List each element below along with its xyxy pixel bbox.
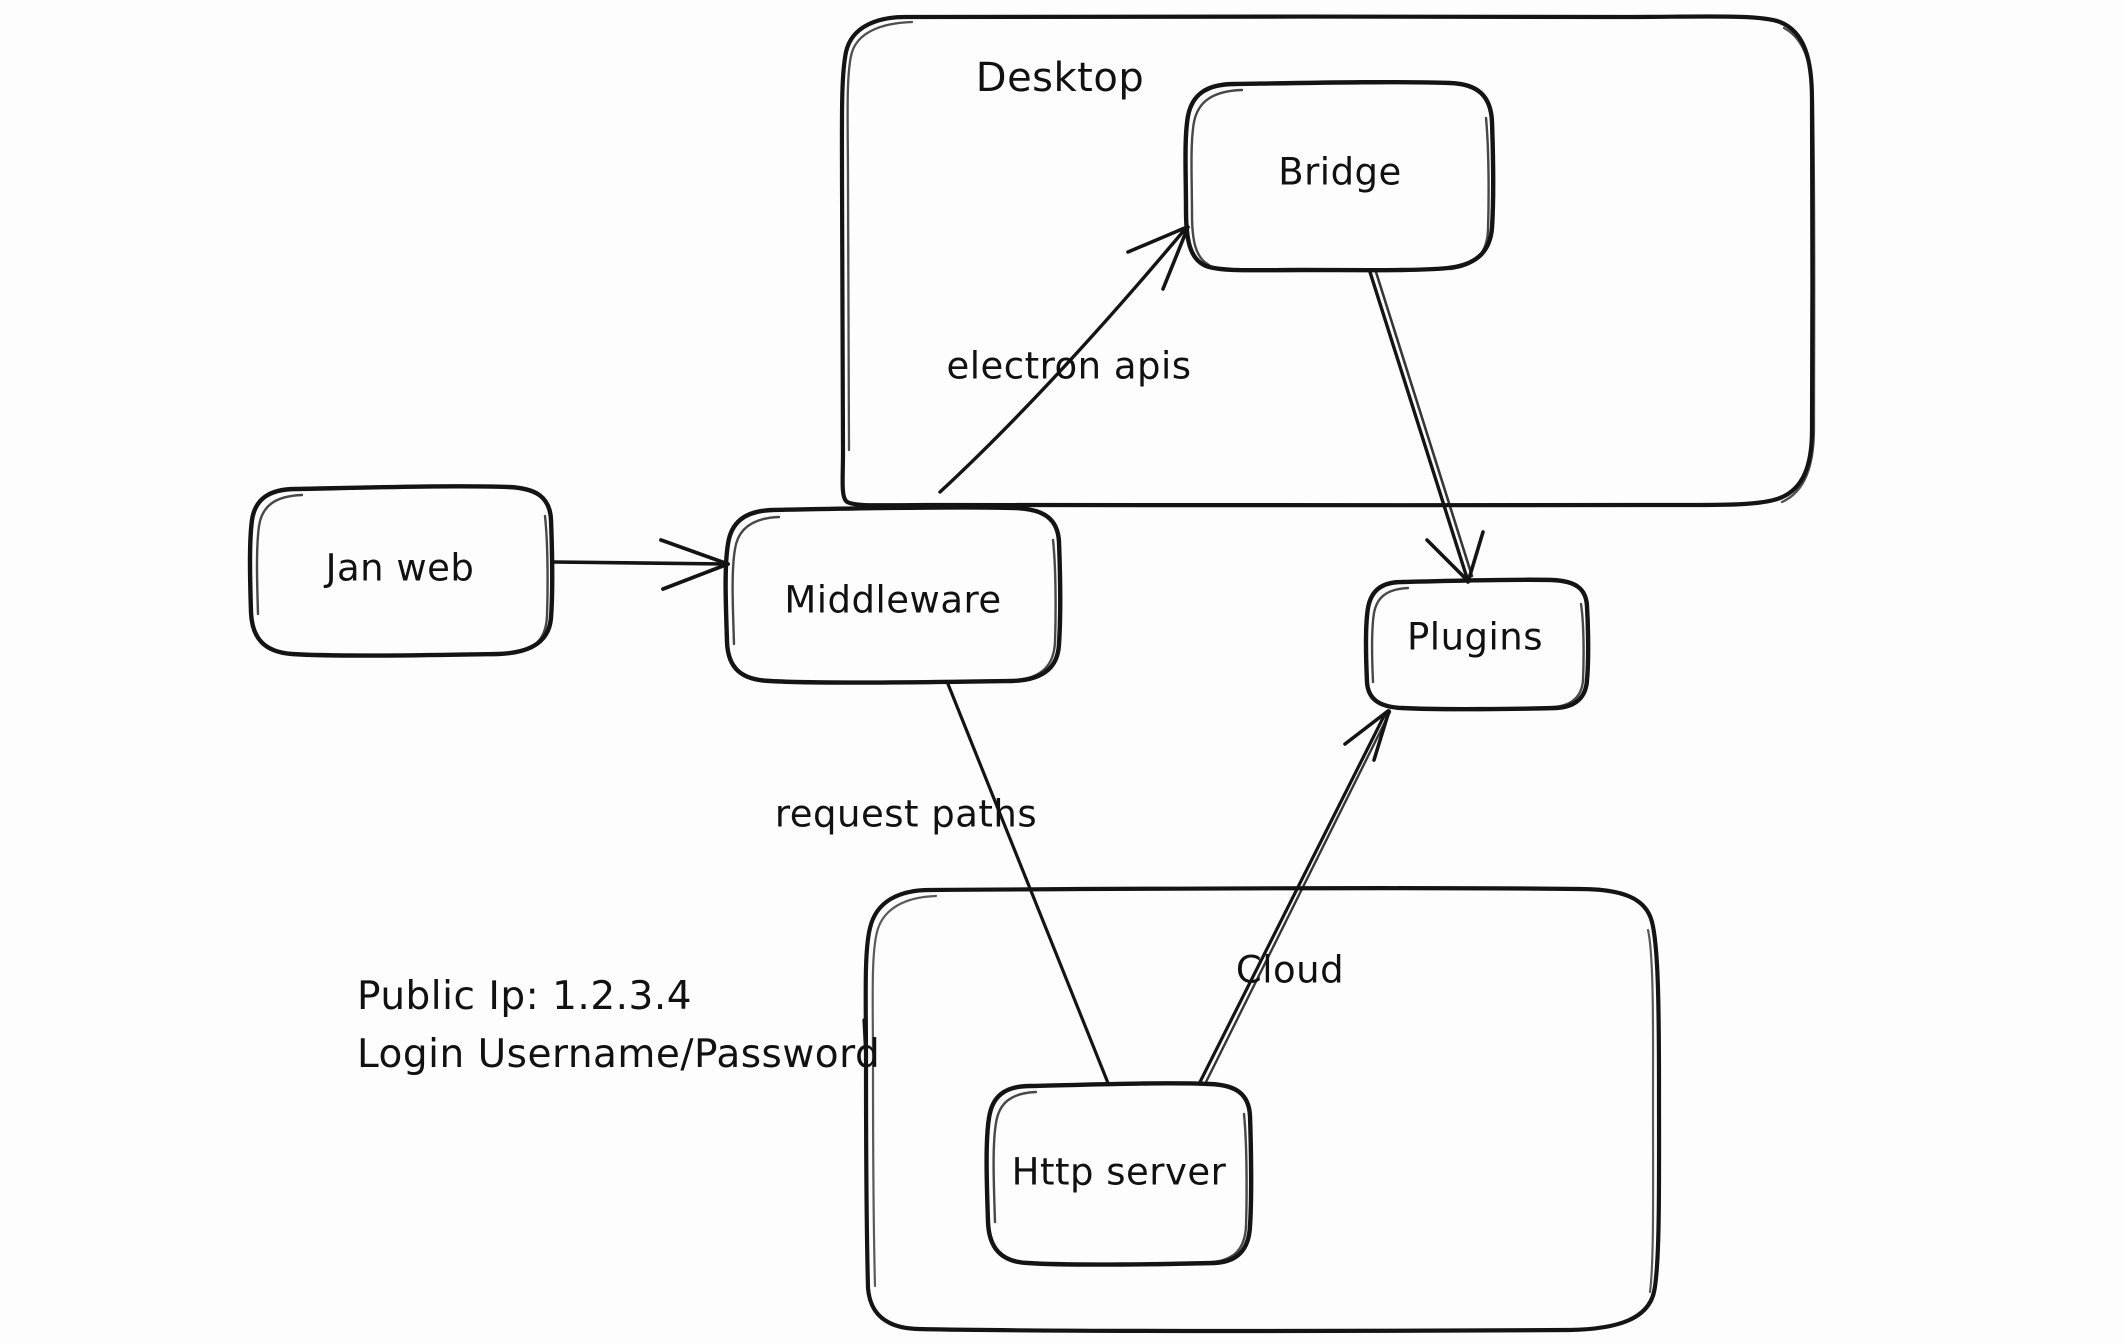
edge-http-server-to-middleware (946, 682, 1110, 1085)
node-bridge-outline (1183, 79, 1496, 273)
note-stray-mark (862, 1018, 868, 1062)
group-cloud-outline (863, 886, 1662, 1334)
edge-label-cloud: Cloud (1235, 948, 1345, 992)
node-plugins-outline (1363, 577, 1591, 712)
node-label-bridge: Bridge (1278, 150, 1402, 194)
note-login-credentials: Login Username/Password (357, 1032, 881, 1077)
edge-label-electron-apis: electron apis (946, 344, 1192, 388)
edge-jan-web-to-middleware (552, 538, 730, 591)
node-label-jan-web: Jan web (325, 546, 475, 590)
edge-label-request-paths: request paths (774, 792, 1038, 836)
group-label-desktop: Desktop (975, 55, 1145, 101)
edge-http-server-to-plugins (1198, 709, 1392, 1084)
group-desktop-outline (839, 14, 1816, 508)
edge-bridge-to-plugins (1368, 270, 1485, 584)
node-label-plugins: Plugins (1406, 615, 1544, 659)
node-http-server-outline (984, 1081, 1254, 1267)
node-label-http-server: Http server (1011, 1150, 1227, 1194)
node-middleware-outline (723, 505, 1063, 685)
edge-middleware-to-bridge (938, 225, 1190, 494)
node-label-middleware: Middleware (784, 578, 1002, 622)
node-jan-web-outline (247, 484, 555, 658)
note-public-ip: Public Ip: 1.2.3.4 (357, 974, 693, 1019)
